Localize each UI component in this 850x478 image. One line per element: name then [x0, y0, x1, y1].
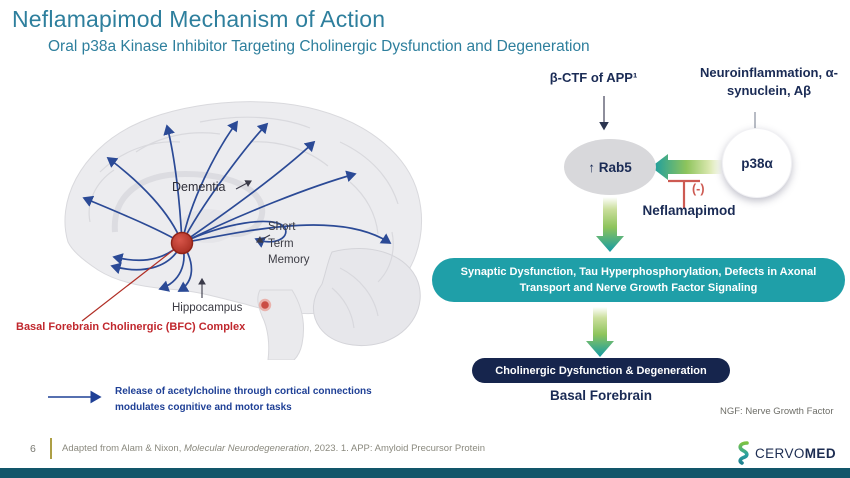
label-short-term-memory: Short Term Memory [268, 221, 310, 267]
cervomed-logo-icon [738, 441, 749, 465]
footer-divider [50, 438, 52, 459]
arrow-effects-to-outcome [586, 307, 614, 357]
footer-citation: Adapted from Alam & Nixon, Molecular Neu… [62, 443, 485, 454]
citation-suffix: , 2023. 1. APP: Amyloid Precursor Protei… [309, 443, 485, 454]
cervomed-logo: CERVOMED [735, 441, 836, 465]
neflamapimod-label: Neflamapimod [642, 203, 736, 218]
outcome-box: Cholinergic Dysfunction & Degeneration [472, 358, 730, 383]
label-leader-arrows [198, 180, 271, 298]
secondary-nucleus-dot [258, 298, 272, 312]
logo-cervo: CERVO [755, 445, 805, 461]
citation-journal: Molecular Neurodegeneration [183, 443, 310, 454]
page-number: 6 [30, 443, 36, 455]
node-neuroinflammation: Neuroinflammation, α-synuclein, Aβ [700, 65, 838, 98]
arrow-p38-to-rab5 [651, 154, 722, 180]
label-dementia: Dementia [172, 180, 226, 194]
arrow-rab5-to-effects [596, 197, 624, 252]
pathway-connectors [586, 96, 761, 357]
label-bfc-complex: Basal Forebrain Cholinergic (BFC) Comple… [16, 321, 246, 333]
effects-box: Synaptic Dysfunction, Tau Hyperphosphory… [432, 258, 845, 302]
node-rab5: ↑ Rab5 [564, 139, 656, 195]
basal-forebrain-label: Basal Forebrain [549, 388, 653, 403]
bfc-complex-dot [170, 231, 194, 255]
node-p38-alpha: p38α [722, 128, 792, 198]
page-title: Neflamapimod Mechanism of Action [12, 6, 386, 32]
inhibition-label: (-) [692, 182, 705, 196]
cervomed-logo-text: CERVOMED [755, 446, 836, 461]
bfc-leader-line [81, 247, 177, 322]
brain-silhouette [64, 101, 423, 360]
bottom-accent-bar [0, 468, 850, 478]
brain-illustration [64, 101, 423, 360]
acetylcholine-caption: Release of acetylcholine through cortica… [115, 386, 372, 413]
logo-med: MED [804, 445, 836, 461]
ngf-note: NGF: Nerve Growth Factor [720, 406, 834, 417]
inhibition-tee-icon [668, 179, 700, 208]
citation-prefix: Adapted from Alam & Nixon, [62, 443, 184, 454]
node-bctf-app: β-CTF of APP¹ [549, 70, 638, 85]
page-subtitle: Oral p38a Kinase Inhibitor Targeting Cho… [48, 38, 590, 55]
caption-arrow-icon [48, 390, 102, 404]
label-hippocampus: Hippocampus [172, 302, 243, 314]
